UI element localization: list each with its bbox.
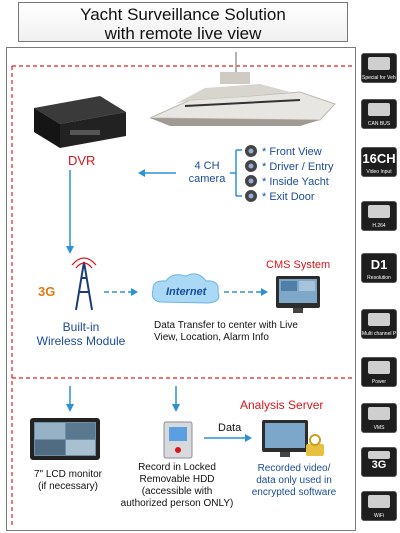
cms-label: CMS System [266, 259, 331, 271]
wifi-icon [368, 495, 390, 508]
title-line-1: Yacht Surveillance Solution [80, 5, 286, 24]
camera-view-4: * Exit Door [262, 191, 315, 203]
title-line-2: with remote live view [104, 24, 262, 43]
internet-label: Internet [166, 286, 207, 298]
feature-tile-wifi: WiFi [361, 491, 397, 521]
internet-cloud-icon [151, 273, 220, 304]
wireless-label: Built-in Wireless Module [24, 320, 138, 348]
wireless-label-line-1: Built-in [62, 320, 100, 334]
analysis-monitor-icon [262, 420, 324, 457]
transfer-line-2: View, Location, Alarm Info [154, 332, 269, 343]
camera-icons [245, 145, 257, 202]
chip-icon [368, 205, 390, 218]
title-box: Yacht Surveillance Solution with remote … [18, 2, 348, 43]
screens-icon [368, 313, 390, 326]
camera-views-list: * Front View * Driver / Entry * Inside Y… [262, 145, 334, 205]
tower-icon [71, 257, 97, 311]
can-bus-icon [368, 103, 390, 116]
feature-tile-can-bus: CAN BUS [361, 99, 397, 129]
cms-monitor-icon [276, 276, 320, 313]
feature-tile-power: Power [361, 357, 397, 387]
transfer-text: Data Transfer to center with Live View, … [154, 320, 298, 344]
camera-label-line-1: 4 CH [194, 160, 220, 172]
yacht-icon [149, 52, 336, 126]
dvr-device-icon [34, 96, 126, 148]
camera-view-3: * Inside Yacht [262, 176, 329, 188]
hdd-caption: Record in Locked Removable HDD (accessib… [116, 462, 238, 510]
battery-icon [368, 361, 390, 374]
feature-sidebar: Special for Vehicle CAN BUS 16CH Video I… [359, 47, 399, 531]
car-icon [368, 57, 390, 70]
hdd-line-1: Record in Locked [138, 462, 216, 473]
signal-icon [368, 451, 390, 459]
dvr-label: DVR [68, 153, 96, 168]
feature-tile-vehicle: Special for Vehicle [361, 53, 397, 83]
feature-tile-h264: H.264 [361, 201, 397, 231]
camera-label-line-2: camera [188, 173, 226, 185]
camera-label: 4 CH camera [186, 160, 228, 186]
feature-tile-playback: Multi channel Playback [361, 309, 397, 339]
analysis-line-1: Recorded video/ [257, 463, 331, 474]
feature-tile-3g: 3G [361, 447, 397, 477]
lcd-monitor-caption: 7" LCD monitor (if necessary) [22, 469, 114, 493]
hdd-line-2: Removable HDD [139, 474, 215, 485]
analysis-line-3: encrypted software [251, 487, 337, 498]
feature-tile-16ch: 16CH Video Input [361, 147, 397, 177]
analysis-server-title: Analysis Server [240, 398, 324, 412]
vms-icon [368, 407, 390, 420]
analysis-line-2: data only used in [256, 475, 332, 486]
hdd-line-3: (accessible with [141, 486, 213, 497]
hdd-line-4: authorized person ONLY) [120, 498, 234, 509]
transfer-line-1: Data Transfer to center with Live [154, 320, 298, 331]
feature-tile-vms: VMS [361, 403, 397, 433]
lcd-monitor-icon [30, 418, 100, 460]
data-arrow-label: Data [218, 422, 242, 434]
camera-view-2: * Driver / Entry [262, 161, 334, 173]
feature-tile-d1: D1 Resolution [361, 253, 397, 283]
lcd-monitor-line-1: 7" LCD monitor [33, 469, 103, 480]
camera-view-1: * Front View [262, 146, 322, 158]
wireless-label-line-2: Wireless Module [36, 334, 126, 348]
lcd-monitor-line-2: (if necessary) [37, 481, 98, 492]
3g-badge: 3G [38, 284, 56, 299]
analysis-caption: Recorded video/ data only used in encryp… [240, 463, 348, 499]
hdd-icon [163, 421, 193, 459]
